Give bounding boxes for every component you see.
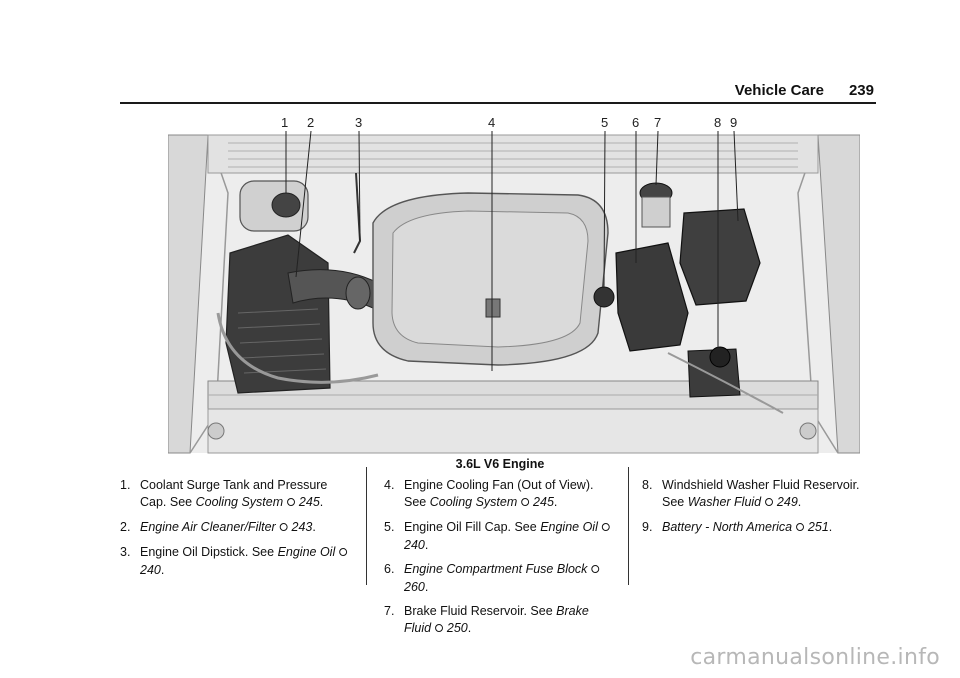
- column-separator-1: [366, 467, 367, 585]
- callout-8: 8: [714, 115, 721, 130]
- coolant-pressure-cap: [271, 192, 301, 218]
- callout-7: 7: [654, 115, 661, 130]
- legend-item-5: 5.Engine Oil Fill Cap. See Engine Oil ⭘ …: [384, 520, 611, 552]
- legend-item-6: 6.Engine Compartment Fuse Block ⭘ 260.: [384, 562, 600, 594]
- watermark: carmanualsonline.info: [690, 645, 940, 670]
- callout-4: 4: [488, 115, 495, 130]
- cross-reference-icon: ⭘: [286, 497, 296, 509]
- legend-column-1: 1.Coolant Surge Tank and Pressure Cap. S…: [120, 477, 350, 586]
- cross-reference-icon: ⭘: [601, 522, 611, 534]
- section-title: Vehicle Care: [734, 82, 824, 99]
- legend-item-3: 3.Engine Oil Dipstick. See Engine Oil ⭘ …: [120, 545, 348, 577]
- callout-3: 3: [355, 115, 362, 130]
- legend-column-3: 8.Windshield Washer Fluid Reservoir. See…: [642, 477, 876, 544]
- cross-reference-icon: ⭘: [520, 497, 530, 509]
- cross-reference-icon: ⭘: [590, 564, 600, 576]
- oil-fill-cap: [593, 286, 615, 308]
- cross-reference-icon: ⭘: [279, 522, 289, 534]
- legend-item-7: 7.Brake Fluid Reservoir. See Brake Fluid…: [384, 604, 589, 635]
- callout-6: 6: [632, 115, 639, 130]
- column-separator-2: [628, 467, 629, 585]
- callout-2: 2: [307, 115, 314, 130]
- callout-9: 9: [730, 115, 737, 130]
- cross-reference-icon: ⭘: [764, 497, 774, 509]
- legend-item-2: 2.Engine Air Cleaner/Filter ⭘ 243.: [120, 520, 316, 534]
- legend-column-2: 4.Engine Cooling Fan (Out of View). See …: [384, 477, 616, 645]
- page-header: Vehicle Care 239: [120, 82, 876, 104]
- cross-reference-icon: ⭘: [434, 623, 444, 635]
- figure-caption: 3.6L V6 Engine: [455, 457, 545, 471]
- engine-compartment-illustration: 1 2 3 4 5 6 7 8 9: [168, 113, 860, 455]
- legend-item-9: 9.Battery - North America ⭘ 251.: [642, 520, 833, 534]
- cross-reference-icon: ⭘: [795, 522, 805, 534]
- callout-leader-lines: [285, 130, 739, 371]
- fuse-block: [615, 242, 689, 352]
- legend-item-1: 1.Coolant Surge Tank and Pressure Cap. S…: [120, 478, 328, 509]
- legend-item-4: 4.Engine Cooling Fan (Out of View). See …: [384, 478, 594, 509]
- callout-5: 5: [601, 115, 608, 130]
- battery: [679, 208, 761, 306]
- cross-reference-icon: ⭘: [338, 547, 348, 559]
- page-number: 239: [848, 82, 874, 99]
- callout-1: 1: [281, 115, 288, 130]
- header-rule: [120, 102, 876, 104]
- legend-item-8: 8.Windshield Washer Fluid Reservoir. See…: [642, 478, 860, 509]
